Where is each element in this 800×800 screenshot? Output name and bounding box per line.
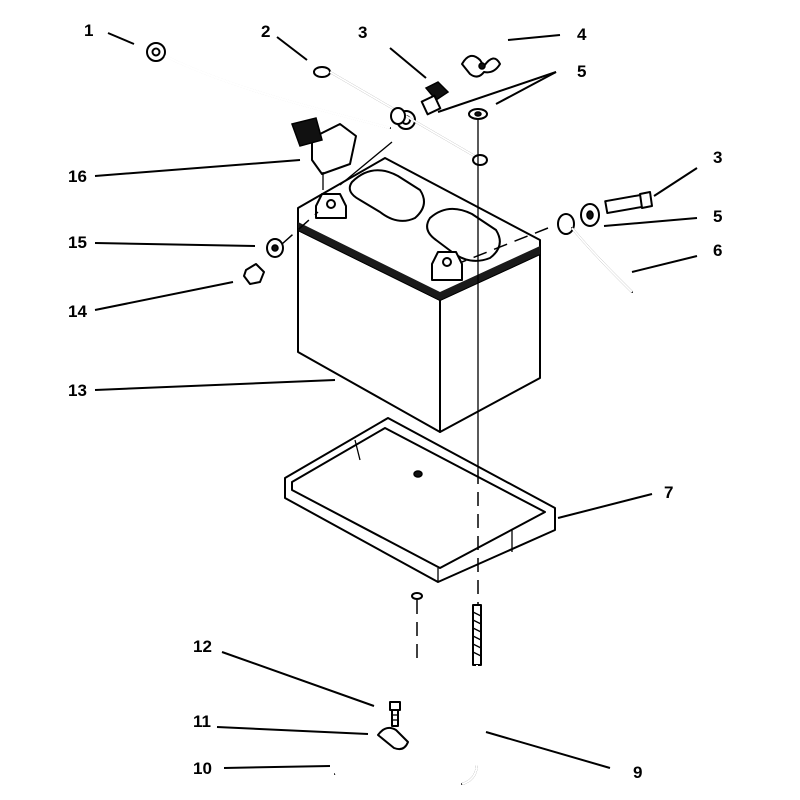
callout-4: 4 [577,25,587,44]
bolt-top [420,81,450,116]
wing-nut [461,54,501,78]
callout-1: 1 [84,21,93,40]
callout-16: 16 [68,167,87,186]
hold-down-rod [461,604,482,785]
callout-13: 13 [68,381,87,400]
left-terminal-axis [281,211,319,245]
callout-3-top: 3 [358,23,367,42]
battery-tray [284,417,556,583]
callout-labels: 1 2 3 4 5 3 5 6 16 15 14 13 7 12 11 10 9 [68,21,722,782]
terminal-washer [390,107,406,125]
callout-9: 9 [633,763,642,782]
callout-5-top: 5 [577,62,586,81]
washer-top-hole [474,111,482,117]
tube-clamp [377,726,409,751]
callout-7: 7 [664,483,673,502]
washer-right-hole [586,210,594,220]
callout-12: 12 [193,637,212,656]
boot-link-line [339,141,393,186]
battery-cable-6 [557,213,633,293]
callout-6: 6 [713,241,722,260]
callout-14: 14 [68,302,87,321]
callout-15: 15 [68,233,87,252]
callout-10: 10 [193,759,212,778]
callout-5-right: 5 [713,207,722,226]
right-terminal-axis [461,227,549,263]
callout-3-right: 3 [713,148,722,167]
terminal-boot [291,117,357,175]
battery [297,157,541,433]
callout-11: 11 [193,712,211,731]
leader-lines [94,32,698,769]
nut-left [243,263,265,285]
vent-tube [334,592,423,777]
callout-2: 2 [261,22,270,41]
battery-cable-1 [146,42,416,130]
washer-left-hole [271,244,279,252]
clamp-screw [389,701,401,727]
bolt-right [604,191,653,215]
